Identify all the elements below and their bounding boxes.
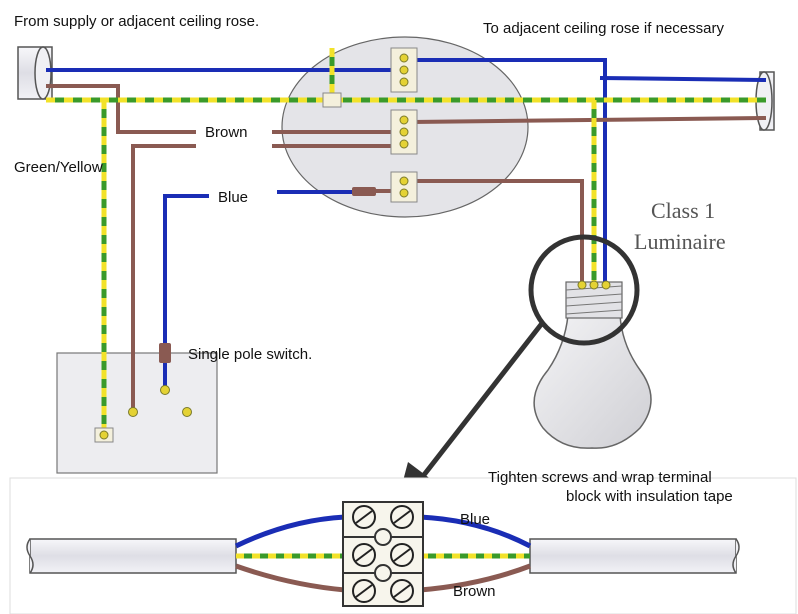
label-blue-top: Blue [218,189,248,206]
label-from-supply: From supply or adjacent ceiling rose. [14,13,259,30]
label-blue-bottom: Blue [460,511,490,528]
brown-luminaire-wire [412,179,584,285]
label-brown-top: Brown [205,124,248,141]
label-class1: Class 1 [651,198,715,223]
blue-switch-wire [163,194,209,388]
earth-wires [46,48,766,435]
label-green-yellow: Green/Yellow [14,159,103,176]
switch-terminals [94,385,192,443]
blue-right-wire [599,76,767,82]
label-to-adjacent: To adjacent ceiling rose if necessary [483,20,724,37]
detail-wires [234,514,532,593]
label-luminaire: Luminaire [634,229,726,254]
label-tighten-line1: Tighten screws and wrap terminal [488,469,712,486]
light-bulb [533,280,652,449]
label-brown-bottom: Brown [453,583,496,600]
brown-supply-wire [46,84,196,134]
detail-magnifier-circle [528,234,640,346]
terminal-screws [352,505,414,603]
label-tighten-line2: block with insulation tape [566,488,733,505]
detail-cable-right [529,538,737,574]
earth-terminal [322,92,342,108]
brown-switch-drop [131,144,196,410]
supply-cable-left-end [34,46,52,100]
detail-arrow-line [418,320,545,482]
brown-right-wire [411,116,767,124]
blue-sleeve-brown [352,187,376,196]
blue-out-wire [412,58,607,285]
label-single-pole-switch: Single pole switch. [188,346,312,363]
rose-terminals [390,47,418,203]
detail-cable-left [29,538,237,574]
blue-switch-sleeve [159,343,171,363]
